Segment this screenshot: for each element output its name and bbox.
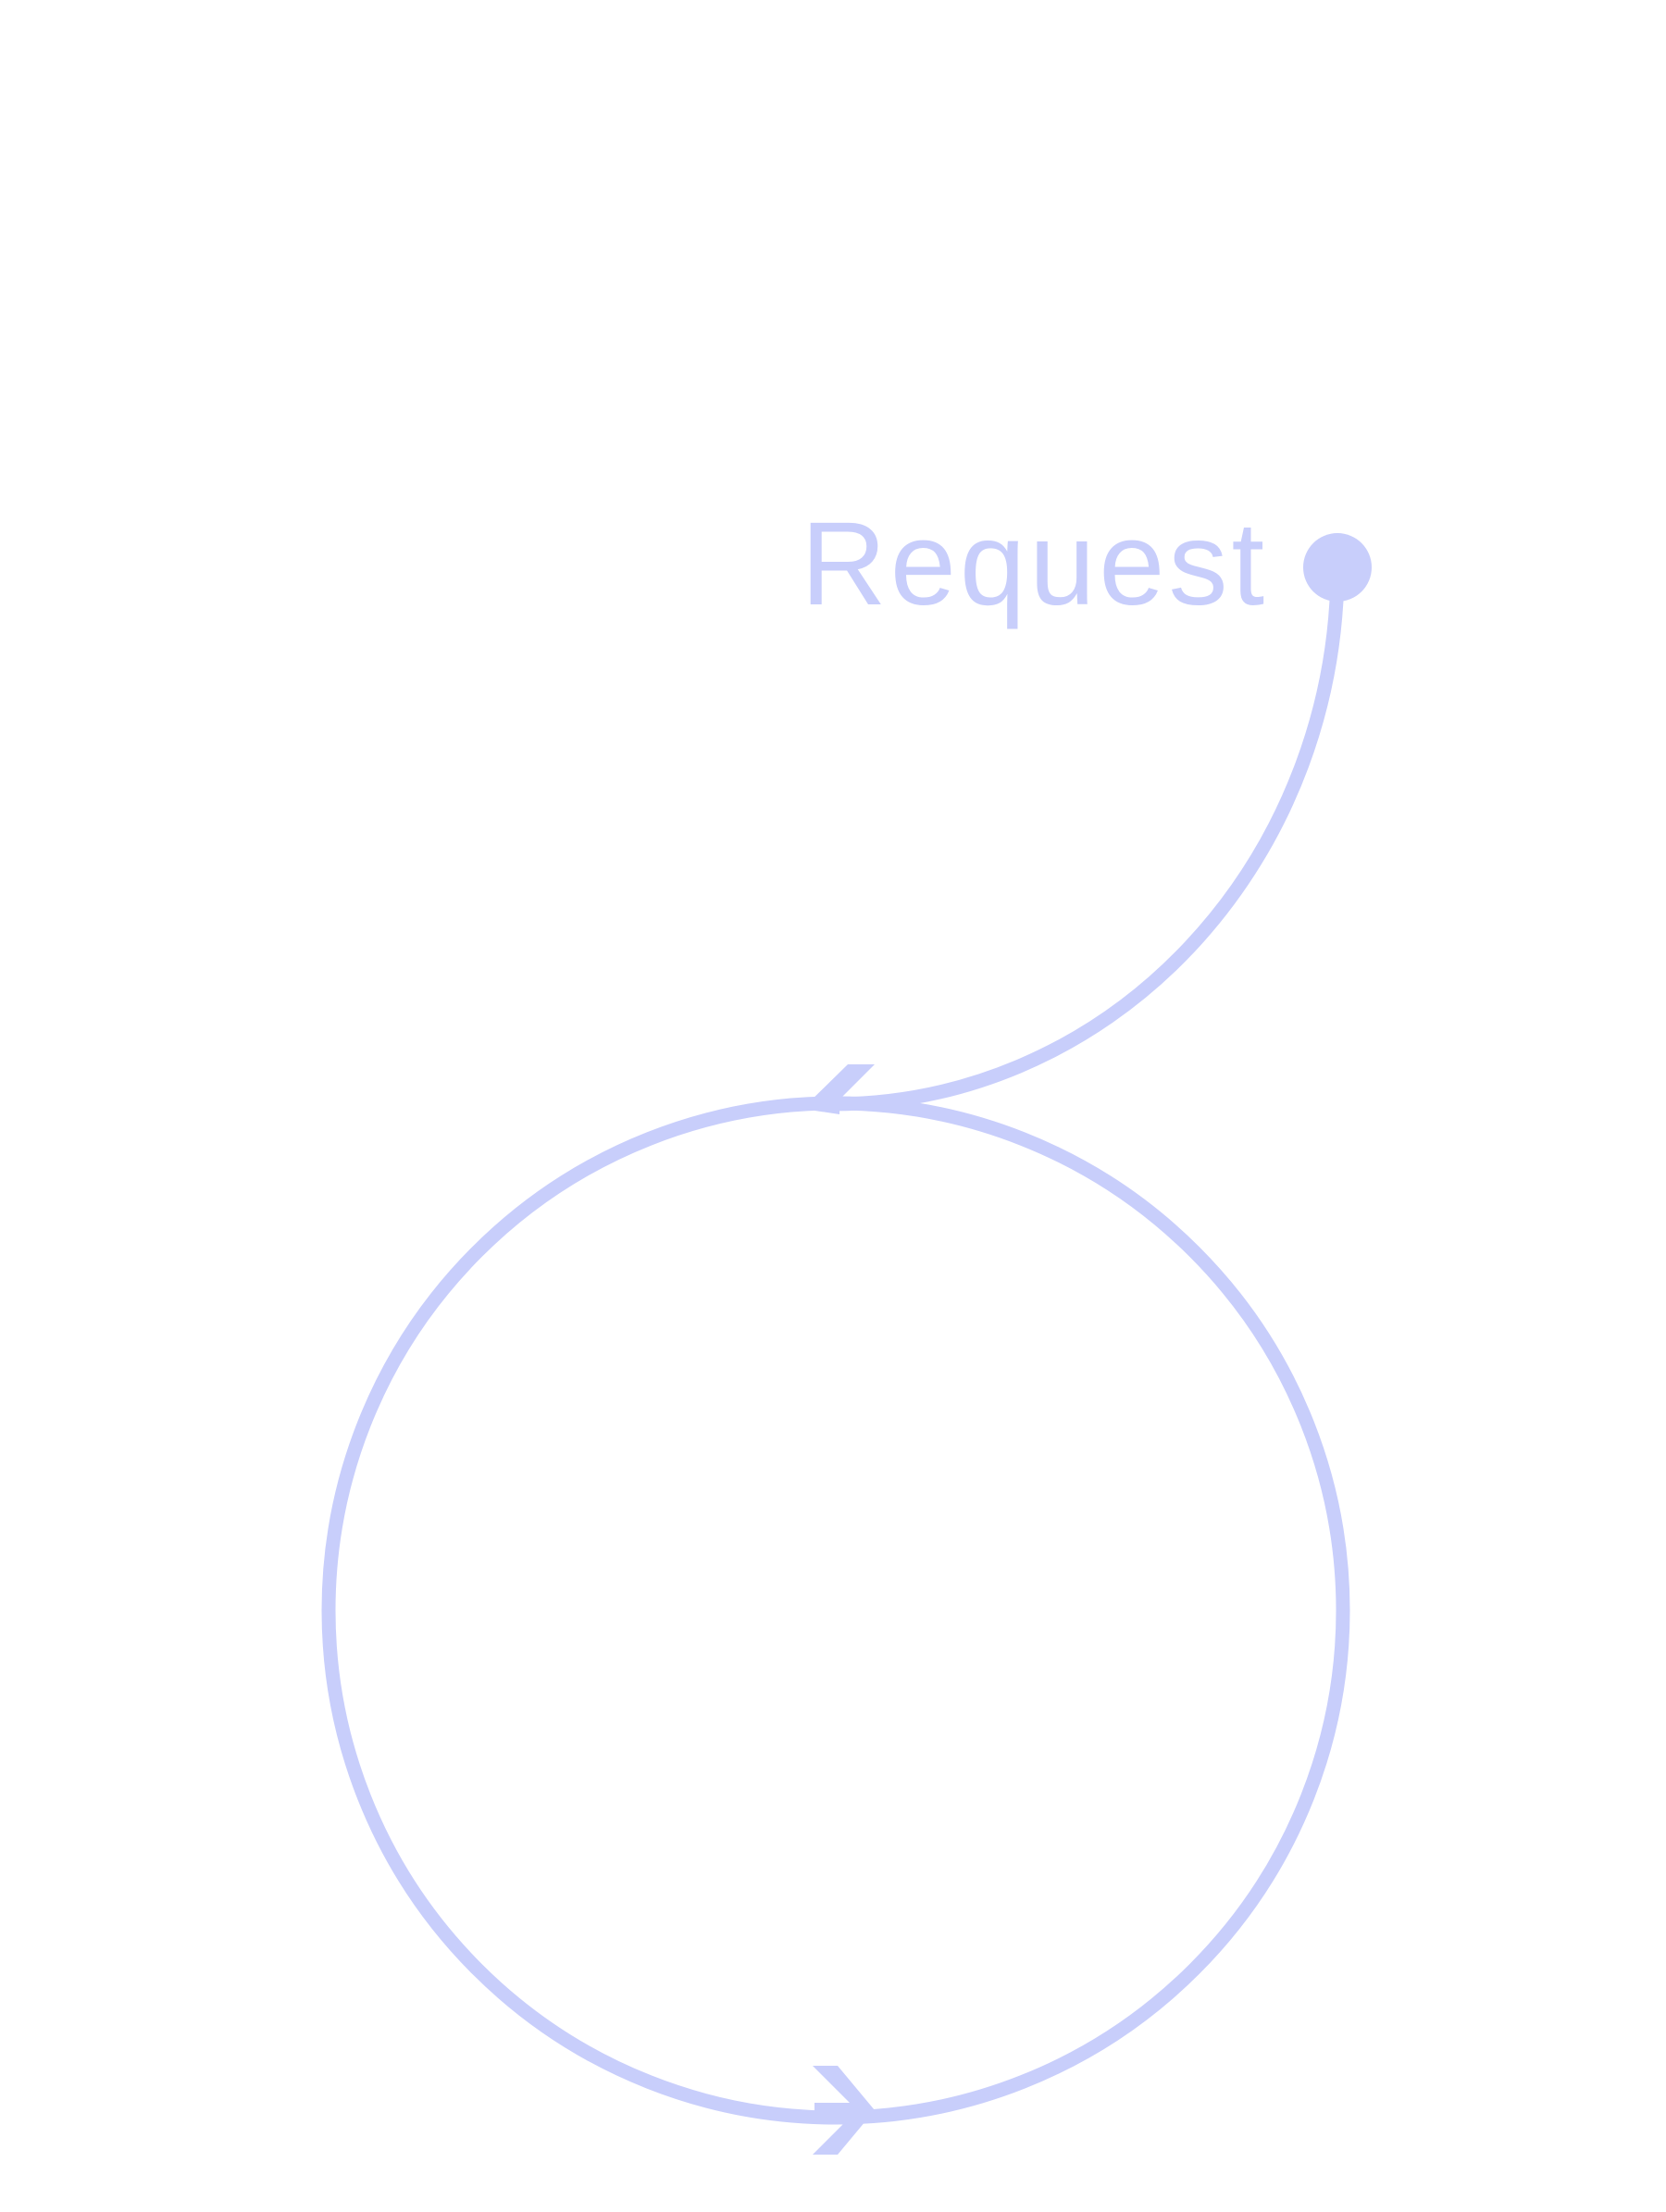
connector-path: [832, 566, 1345, 1112]
loop-circle: [321, 1096, 1350, 2125]
start-label: Request: [801, 498, 1268, 630]
loop-arrow-icon: [813, 2066, 875, 2155]
